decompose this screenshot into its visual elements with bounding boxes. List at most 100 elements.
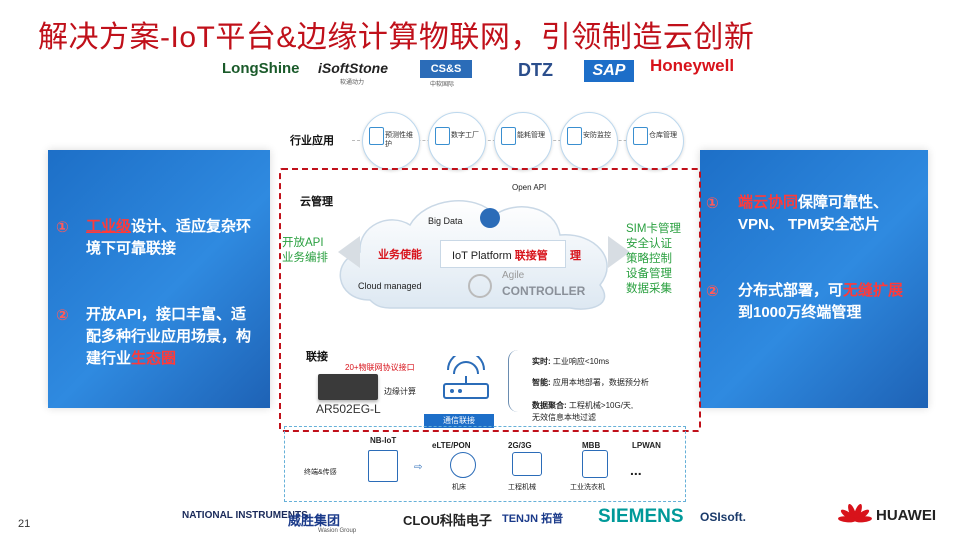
right-item2-text: 分布式部署，可无缝扩展到1000万终端管理 <box>738 280 918 324</box>
comm-bar: 通信联接 <box>424 414 494 428</box>
left-feature-panel: ① 工业级设计、适应复杂环境下可靠联接 ② 开放API，接口丰富、适配多种行业应… <box>48 150 270 408</box>
more-ellipsis: ... <box>630 462 642 478</box>
clou-logo: CLOU科陆电子 <box>403 513 492 528</box>
page-number: 21 <box>18 518 31 530</box>
green-right-line: 安全认证 <box>626 238 672 250</box>
device-construction: 工程机械 <box>508 484 536 491</box>
left-item1-rest: 设计、适应复杂环境下可靠联接 <box>86 218 252 257</box>
app-label: 安防监控 <box>583 132 611 139</box>
page-title: 解决方案-IoT平台&边缘计算物联网，引领制造云创新 <box>38 21 755 54</box>
app-label: 数字工厂 <box>451 132 479 139</box>
right-item1-text: 端云协同保障可靠性、VPN、 TPM安全芯片 <box>738 192 918 236</box>
iot-platform-label: IoT Platform 联接管 <box>452 247 548 263</box>
terminal-sensor-label: 终端&传感 <box>304 469 337 476</box>
net-mbb: MBB <box>582 441 601 450</box>
net-elte-pon: eLTE/PON <box>432 441 471 450</box>
business-enable-label: 业务使能 <box>378 249 422 261</box>
app-energy-management: 能耗管理 <box>494 112 552 170</box>
longshine-logo: LongShine <box>222 60 300 77</box>
feature-key: 实时: <box>532 357 551 366</box>
right-feature-panel: ① 端云协同保障可靠性、VPN、 TPM安全芯片 ② 分布式部署，可无缝扩展到1… <box>700 150 928 408</box>
green-right-line: 策略控制 <box>626 253 672 265</box>
app-warehouse-management: 仓库管理 <box>626 112 684 170</box>
iot-platform-suffix: 理 <box>570 250 581 262</box>
warehouse-icon <box>633 127 648 145</box>
left-item1-highlight: 工业级 <box>86 218 132 235</box>
feature-realtime: 实时: 工业响应<10ms <box>532 356 609 367</box>
device-washer: 工业洗衣机 <box>570 484 605 491</box>
right-item1-rest: 保障可靠性、VPN、 TPM安全芯片 <box>738 194 889 233</box>
left-item1-number: ① <box>56 219 69 236</box>
app-digital-factory: 数字工厂 <box>428 112 486 170</box>
net-2g3g: 2G/3G <box>508 441 532 450</box>
edge-compute-label: 边缘计算 <box>384 387 416 396</box>
protocol-note: 20+物联网协议接口 <box>345 363 415 372</box>
left-arrow-icon <box>338 236 360 268</box>
tenjn-logo: TENJN 拓普 <box>502 513 564 525</box>
iot-platform-box <box>440 240 566 268</box>
ni-logo: NATIONAL INSTRUMENTS <box>182 510 308 521</box>
platform-frame <box>279 168 701 432</box>
right-item1-number: ① <box>706 195 719 212</box>
terminals-area <box>284 426 686 502</box>
open-api-orchestration: 开放API 业务编排 <box>282 236 328 266</box>
gateway-device-image <box>318 374 378 400</box>
agile-label: Agile <box>502 270 525 281</box>
big-data-icon <box>480 208 500 228</box>
net-lpwan: LPWAN <box>632 441 661 450</box>
isoftstone-logo: iSoftStone <box>318 60 388 76</box>
energy-meter-icon <box>501 127 516 145</box>
app-predictive-maintenance: 预测性维护 <box>362 112 420 170</box>
features-brace <box>508 350 519 412</box>
gateway-model: AR502EG-L <box>316 402 381 416</box>
elevator-icon <box>368 450 398 482</box>
agile-icon <box>468 274 492 298</box>
siemens-logo: SIEMENS <box>598 506 684 527</box>
industry-apps-label: 行业应用 <box>290 135 334 147</box>
right-item2-pre: 分布式部署，可 <box>738 282 844 299</box>
osisoft-logo: OSIsoft. <box>700 510 747 524</box>
machine-tool-icon <box>450 452 476 478</box>
right-item2-highlight: 无缝扩展 <box>843 282 904 299</box>
connect-label: 联接 <box>306 351 328 363</box>
open-api-label: Open API <box>512 183 547 192</box>
app-label: 预测性维护 <box>385 132 413 148</box>
feature-text: 工业响应<10ms <box>552 357 610 366</box>
wasion-sublabel: Wasion Group <box>318 528 357 534</box>
big-data-label: Big Data <box>428 216 463 226</box>
sim-management-list: SIM卡管理 安全认证 策略控制 设备管理 数据采集 <box>626 222 681 297</box>
green-right-line: 数据采集 <box>626 283 672 295</box>
washer-icon <box>582 450 608 478</box>
css-logo: CS&S <box>420 60 472 78</box>
wasion-logo: 威胜集团 <box>288 513 341 528</box>
isoftstone-sublabel: 软通动力 <box>340 80 365 86</box>
feature-aggregation: 数据聚合: 工程机械>10G/天, <box>532 400 633 411</box>
right-item1-highlight: 端云协同 <box>738 194 799 211</box>
dtz-logo: DTZ <box>518 60 553 80</box>
huawei-wordmark: HUAWEI <box>876 507 936 524</box>
sap-logo: SAP <box>584 60 634 82</box>
iot-platform-highlight: 联接管 <box>514 250 548 262</box>
right-arrow-icon <box>608 236 630 268</box>
cloud-mgmt-label: 云管理 <box>300 196 333 208</box>
app-label: 仓库管理 <box>649 132 677 139</box>
left-item1-text: 工业级设计、适应复杂环境下可靠联接 <box>86 216 256 260</box>
green-right-line: 设备管理 <box>626 268 672 280</box>
honeywell-logo: Honeywell <box>650 56 735 75</box>
feature-text: 应用本地部署，数据预分析 <box>552 378 649 387</box>
green-left-line: 开放API <box>282 237 324 249</box>
app-security-monitoring: 安防监控 <box>560 112 618 170</box>
factory-icon <box>435 127 450 145</box>
feature-key: 数据聚合: <box>532 401 567 410</box>
feature-text: 工程机械>10G/天, <box>568 401 634 410</box>
left-item2-pre: 开放API，接口丰富、适配多种行业应用场景，构建行业 <box>86 306 252 367</box>
router-icon <box>443 356 489 399</box>
excavator-icon <box>512 452 542 476</box>
net-nb-iot: NB-IoT <box>370 436 397 445</box>
left-item2-number: ② <box>56 307 69 324</box>
feature-aggregation-2: 无效信息本地过滤 <box>532 413 596 422</box>
iot-platform-text: IoT Platform <box>452 250 512 262</box>
feature-intelligent: 智能: 应用本地部署，数据预分析 <box>532 377 649 388</box>
css-sublabel: 中软国际 <box>430 82 455 88</box>
feature-key: 智能: <box>532 378 551 387</box>
